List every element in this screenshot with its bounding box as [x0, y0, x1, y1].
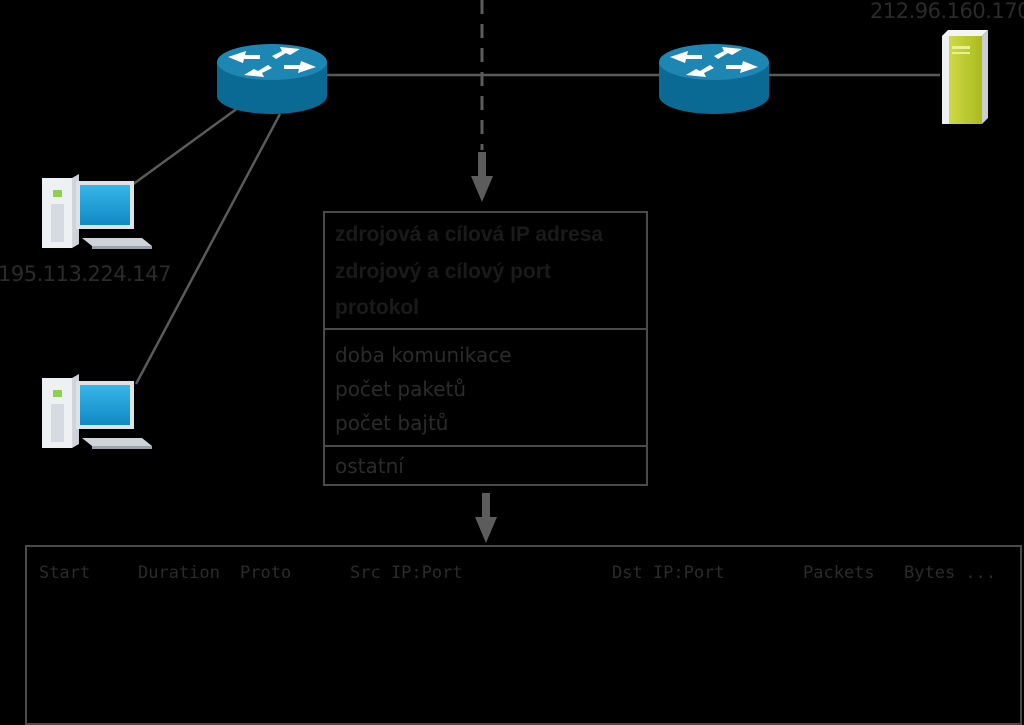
workstation-icon — [42, 374, 152, 449]
column-header-duration: Duration — [138, 563, 220, 583]
column-header-bytes: Bytes ... — [904, 563, 997, 583]
link-router1-pc2 — [134, 113, 282, 385]
flow-other-label: ostatní — [335, 454, 404, 478]
flow-statistic: doba komunikace — [335, 343, 512, 367]
network-links — [131, 73, 940, 385]
flow-other-section: ostatní — [325, 447, 646, 484]
router-icon — [659, 44, 769, 114]
arrow-down-icon — [471, 152, 493, 202]
server-ip-label: 212.96.160.170 — [870, 0, 1024, 23]
link-router1-pc1 — [131, 103, 243, 187]
flow-key-section: zdrojová a cílová IP adresa zdrojový a c… — [325, 213, 646, 330]
column-header-start: Start — [39, 563, 91, 583]
flow-statistic: počet paketů — [335, 377, 467, 401]
column-header-packets: Packets — [803, 563, 875, 583]
pc-ip-label: 195.113.224.147 — [0, 262, 171, 286]
column-header-dst: Dst IP:Port — [612, 563, 725, 583]
column-header-src: Src IP:Port — [350, 563, 463, 583]
flow-output-table: Start Duration Proto Src IP:Port Dst IP:… — [25, 545, 1022, 725]
router-icon — [217, 44, 327, 114]
arrow-down-icon — [475, 493, 497, 543]
flow-statistics-section: doba komunikace počet paketů počet bajtů — [325, 330, 646, 447]
flow-key-field: zdrojová a cílová IP adresa — [335, 223, 604, 246]
flow-key-field: protokol — [335, 296, 419, 319]
flow-statistic: počet bajtů — [335, 411, 449, 435]
workstation-icon — [42, 174, 152, 249]
column-header-proto: Proto — [240, 563, 292, 583]
flow-key-field: zdrojový a cílový port — [335, 259, 551, 283]
server-icon — [942, 30, 988, 124]
flow-record-box: zdrojová a cílová IP adresa zdrojový a c… — [323, 211, 648, 486]
